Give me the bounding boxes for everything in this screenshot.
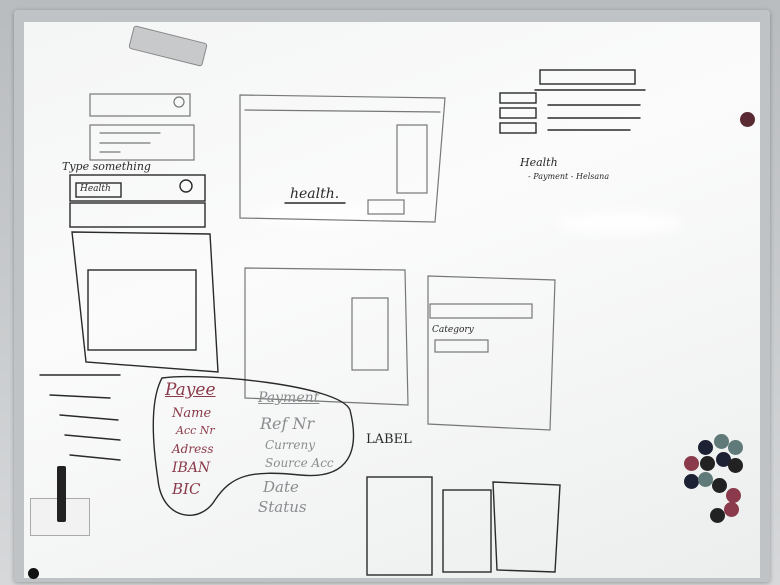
- payment-field: Source Acc: [265, 456, 334, 470]
- payment-title: Payment: [258, 390, 320, 406]
- magnet: [740, 112, 755, 127]
- magnet: [712, 478, 727, 493]
- marker: [57, 466, 66, 522]
- magnet: [714, 434, 729, 449]
- sketch-top-search: [539, 69, 636, 85]
- magnet: [726, 488, 741, 503]
- magnet: [698, 440, 713, 455]
- magnet: [724, 502, 739, 517]
- search-value-text: Health: [80, 184, 111, 194]
- label-text: LABEL: [366, 432, 412, 447]
- whiteboard: [24, 22, 760, 578]
- payee-field: BIC: [172, 480, 201, 498]
- magnet: [698, 472, 713, 487]
- payee-field: Acc Nr: [176, 424, 215, 437]
- magnet: [728, 458, 743, 473]
- payee-field: IBAN: [172, 460, 211, 476]
- health-text: health.: [290, 186, 340, 202]
- magnet: [684, 474, 699, 489]
- category-label: Category: [432, 325, 474, 335]
- payment-field: Date: [263, 478, 299, 496]
- sketch-search-field: [69, 174, 206, 202]
- payee-field: Name: [172, 406, 212, 421]
- sketch-search-box: [89, 93, 191, 117]
- magnet: [728, 440, 743, 455]
- magnet: [28, 568, 39, 579]
- payee-title: Payee: [165, 380, 216, 400]
- health-title: Health: [520, 156, 558, 169]
- payment-field: Curreny: [265, 438, 315, 452]
- payment-field: Status: [258, 498, 307, 516]
- magnet: [684, 456, 699, 471]
- magnet: [710, 508, 725, 523]
- breadcrumb-text: - Payment - Helsana: [528, 172, 610, 181]
- payment-field: Ref Nr: [260, 414, 315, 433]
- sketch-window-2: [244, 267, 409, 406]
- payee-field: Adress: [172, 442, 214, 456]
- sketch-window: [239, 94, 446, 223]
- sketch-window-3: [427, 275, 556, 431]
- magnet: [700, 456, 715, 471]
- light-reflection: [554, 212, 684, 234]
- magnet: [716, 452, 731, 467]
- type-something-text: Type something: [62, 160, 151, 173]
- sketch-grouping-outline: [152, 375, 355, 516]
